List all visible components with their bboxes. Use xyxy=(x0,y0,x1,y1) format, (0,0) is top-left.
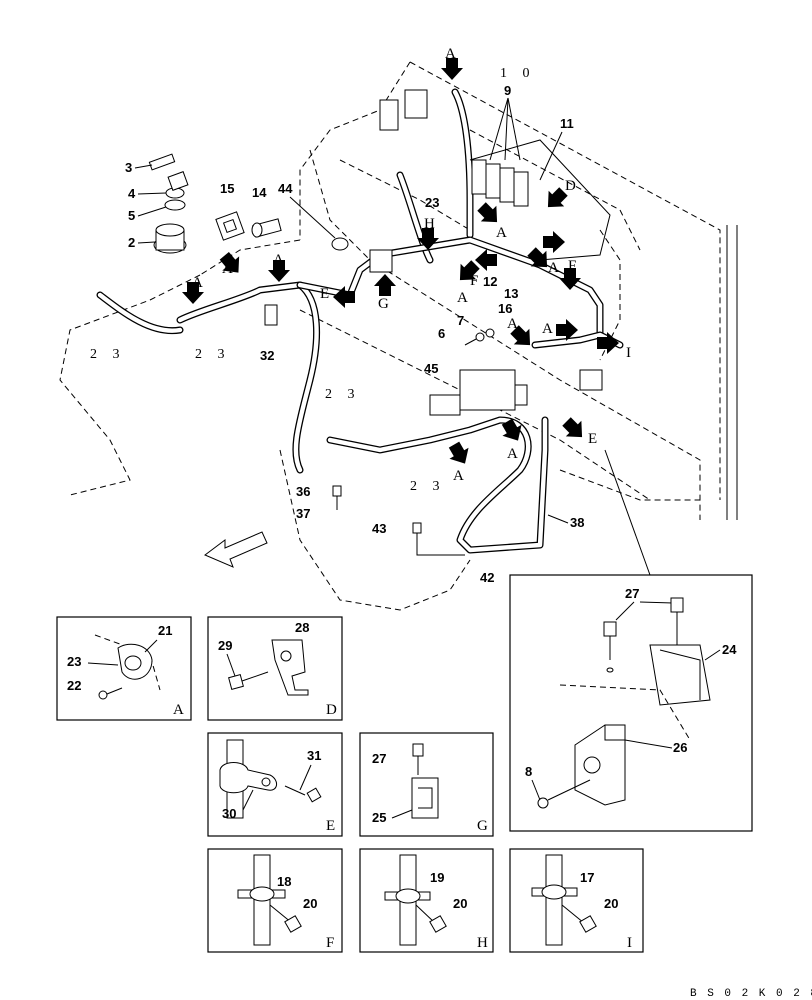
front-direction-arrow xyxy=(204,531,268,568)
parts-3-4-5 xyxy=(148,153,189,211)
callout-12: 12 xyxy=(483,274,497,289)
detail-view-g: G 27 25 xyxy=(359,732,494,837)
detail-h-label-20: 20 xyxy=(453,896,467,911)
connectors-top xyxy=(264,89,603,391)
detail-d-label-28: 28 xyxy=(295,620,309,635)
view-letter-a8: A xyxy=(542,321,553,337)
view-letter-a4: A xyxy=(496,225,507,241)
view-letter-a7: A xyxy=(507,316,518,332)
callout-7: 7 xyxy=(457,313,464,328)
detail-e-title: E xyxy=(326,818,335,834)
part-44 xyxy=(331,237,349,251)
callout-5: 5 xyxy=(128,208,135,223)
callout-11: 11 xyxy=(560,116,574,131)
callout-32: 32 xyxy=(260,348,274,363)
view-letter-a-top: A xyxy=(445,46,456,62)
view-letter-f1: F xyxy=(470,273,478,289)
callout-15: 15 xyxy=(220,181,234,196)
detail-g-title: G xyxy=(477,818,488,834)
callout-16: 16 xyxy=(498,301,512,316)
view-letter-f2: F xyxy=(568,258,576,274)
drawing-code: B S 0 2 K 0 2 8 xyxy=(690,988,812,1000)
main-callouts: 1 0 9 11 3 4 5 2 15 14 44 23 12 13 16 7 … xyxy=(90,66,584,585)
view-letter-a1: A xyxy=(192,275,203,291)
callout-38: 38 xyxy=(570,515,584,530)
detail-view-d: D 28 29 xyxy=(207,616,343,721)
detail-i-label-20: 20 xyxy=(604,896,618,911)
detail-g-label-27: 27 xyxy=(372,751,386,766)
detail-view-e: E 31 30 xyxy=(207,732,343,837)
detail-e-label-30: 30 xyxy=(222,806,236,821)
relay-block-10 xyxy=(469,139,611,261)
callout-14: 14 xyxy=(252,185,267,200)
view-letter-a6: A xyxy=(457,290,468,306)
view-letter-d: D xyxy=(565,178,576,194)
detail-view-f: F 18 20 xyxy=(207,848,343,953)
view-letter-a2: A xyxy=(222,261,233,277)
part-15 xyxy=(215,211,245,241)
callout-2: 2 xyxy=(128,235,135,250)
detail-g-label-25: 25 xyxy=(372,810,386,825)
callout-42: 42 xyxy=(480,570,494,585)
view-letter-h: H xyxy=(424,216,435,232)
callout-8: 8 xyxy=(525,764,532,779)
callout-43: 43 xyxy=(372,521,386,536)
view-letter-a9: A xyxy=(507,446,518,462)
cab-outline xyxy=(59,61,738,611)
callout-23-a: 2 3 xyxy=(90,347,126,362)
detail-view-a: A 21 23 22 xyxy=(56,616,192,721)
detail-i-label-17: 17 xyxy=(580,870,594,885)
view-letter-a10: A xyxy=(453,468,464,484)
detail-e-label-31: 31 xyxy=(307,748,321,763)
connector-box-45 xyxy=(429,369,528,416)
main-wire-harness xyxy=(96,88,624,554)
detail-f-label-18: 18 xyxy=(277,874,291,889)
callout-10: 1 0 xyxy=(500,66,536,81)
detail-h-title: H xyxy=(477,935,488,951)
callout-23-d: 2 3 xyxy=(410,479,446,494)
callout-3: 3 xyxy=(125,160,132,175)
view-letter-i: I xyxy=(626,345,631,361)
detail-a-label-23: 23 xyxy=(67,654,81,669)
callout-26: 26 xyxy=(673,740,687,755)
detail-view-i: I 17 20 xyxy=(509,848,644,953)
callout-23-b: 2 3 xyxy=(195,347,231,362)
callout-23: 23 xyxy=(425,195,439,210)
detail-h-label-19: 19 xyxy=(430,870,444,885)
view-letter-a5: A xyxy=(548,260,559,276)
detail-f-title: F xyxy=(326,935,334,951)
detail-bracket-large: 27 24 26 8 xyxy=(509,574,753,832)
callout-37: 37 xyxy=(296,506,310,521)
part-14 xyxy=(251,218,282,238)
detail-i-title: I xyxy=(627,935,632,951)
bolts-main xyxy=(332,328,495,556)
detail-d-title: D xyxy=(326,702,337,718)
view-letter-g: G xyxy=(378,296,389,312)
callout-36: 36 xyxy=(296,484,310,499)
callout-27-large: 27 xyxy=(625,586,639,601)
view-letters: A A A A A A A A A A A D E E F F G H I xyxy=(192,46,631,484)
callout-44: 44 xyxy=(278,181,293,196)
detail-a-label-21: 21 xyxy=(158,623,172,638)
callout-45: 45 xyxy=(424,361,438,376)
callout-4: 4 xyxy=(128,186,136,201)
view-letter-e2: E xyxy=(588,431,597,447)
callout-13: 13 xyxy=(504,286,518,301)
detail-a-label-22: 22 xyxy=(67,678,81,693)
view-letter-e1: E xyxy=(320,286,329,302)
callout-9: 9 xyxy=(504,83,511,98)
switch-2 xyxy=(153,223,187,254)
callout-23-c: 2 3 xyxy=(325,387,361,402)
detail-f-label-20: 20 xyxy=(303,896,317,911)
detail-a-title: A xyxy=(173,702,184,718)
detail-view-h: H 19 20 xyxy=(359,848,494,953)
callout-6: 6 xyxy=(438,326,445,341)
detail-d-label-29: 29 xyxy=(218,638,232,653)
view-letter-a3: A xyxy=(273,252,284,268)
callout-24: 24 xyxy=(722,642,737,657)
